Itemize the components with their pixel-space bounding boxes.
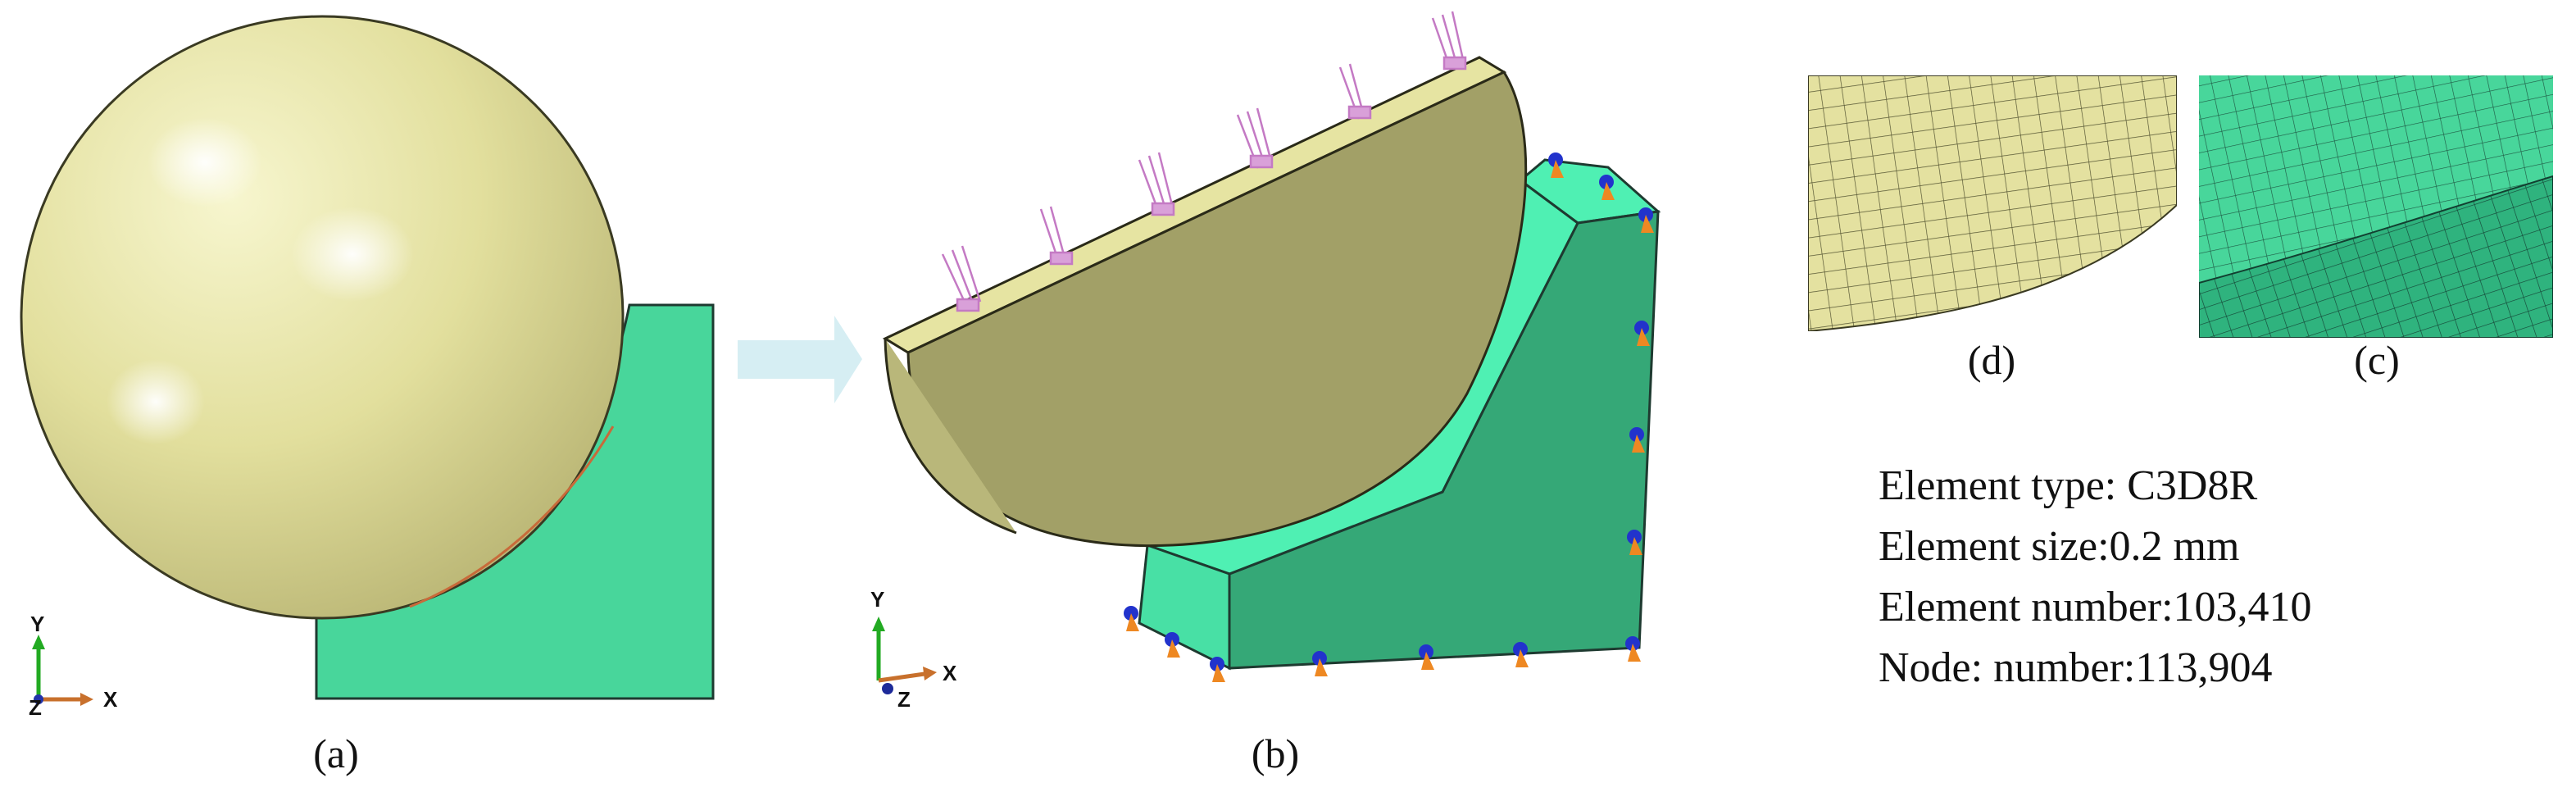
panel-label-a: (a) — [313, 730, 359, 776]
axis-triad-a: Y X Z — [29, 612, 118, 720]
load-arrow-group — [1138, 152, 1175, 216]
axis-label-x: X — [103, 687, 118, 712]
hemisphere-rim — [884, 338, 1017, 535]
axis-label-z: Z — [29, 695, 42, 720]
panel-label-d: (d) — [1967, 337, 2016, 383]
sphere-highlight — [291, 207, 414, 302]
element-size-text: Element size:0.2 mm — [1879, 523, 2240, 570]
load-arrow-group — [1431, 11, 1467, 71]
element-number-text: Element number:103,410 — [1879, 584, 2312, 630]
panel-a: Y X Z — [20, 15, 715, 720]
axis-label-y: Y — [870, 587, 884, 612]
mesh-lower-face — [2199, 175, 2553, 338]
element-type-text: Element type: C3D8R — [1879, 462, 2258, 509]
panel-b: Y X Z — [870, 11, 1661, 712]
boundary-conditions — [1124, 152, 1654, 682]
load-arrow-group — [1338, 63, 1372, 120]
transition-arrow — [738, 316, 862, 403]
panel-label-b: (b) — [1251, 730, 1300, 776]
mesh-surface — [1808, 75, 2177, 331]
axis-label-y: Y — [30, 612, 44, 636]
axis-triad-b: Y X Z — [870, 587, 957, 712]
load-arrow-group — [1236, 107, 1274, 169]
panel-d-mesh — [1808, 75, 2177, 331]
node-number-text: Node: number:113,904 — [1879, 644, 2273, 691]
axis-label-x: X — [943, 661, 957, 685]
axis-label-z: Z — [897, 687, 911, 712]
load-arrow-group — [1039, 206, 1074, 266]
sphere-highlight — [148, 117, 262, 207]
block-front-face — [1138, 543, 1231, 671]
load-arrow-group — [941, 245, 982, 312]
panel-c-mesh — [2199, 75, 2553, 338]
load-arrows — [941, 11, 1467, 312]
panel-label-c: (c) — [2354, 337, 2400, 383]
contact-line — [409, 426, 615, 608]
sphere-highlight — [107, 359, 205, 444]
